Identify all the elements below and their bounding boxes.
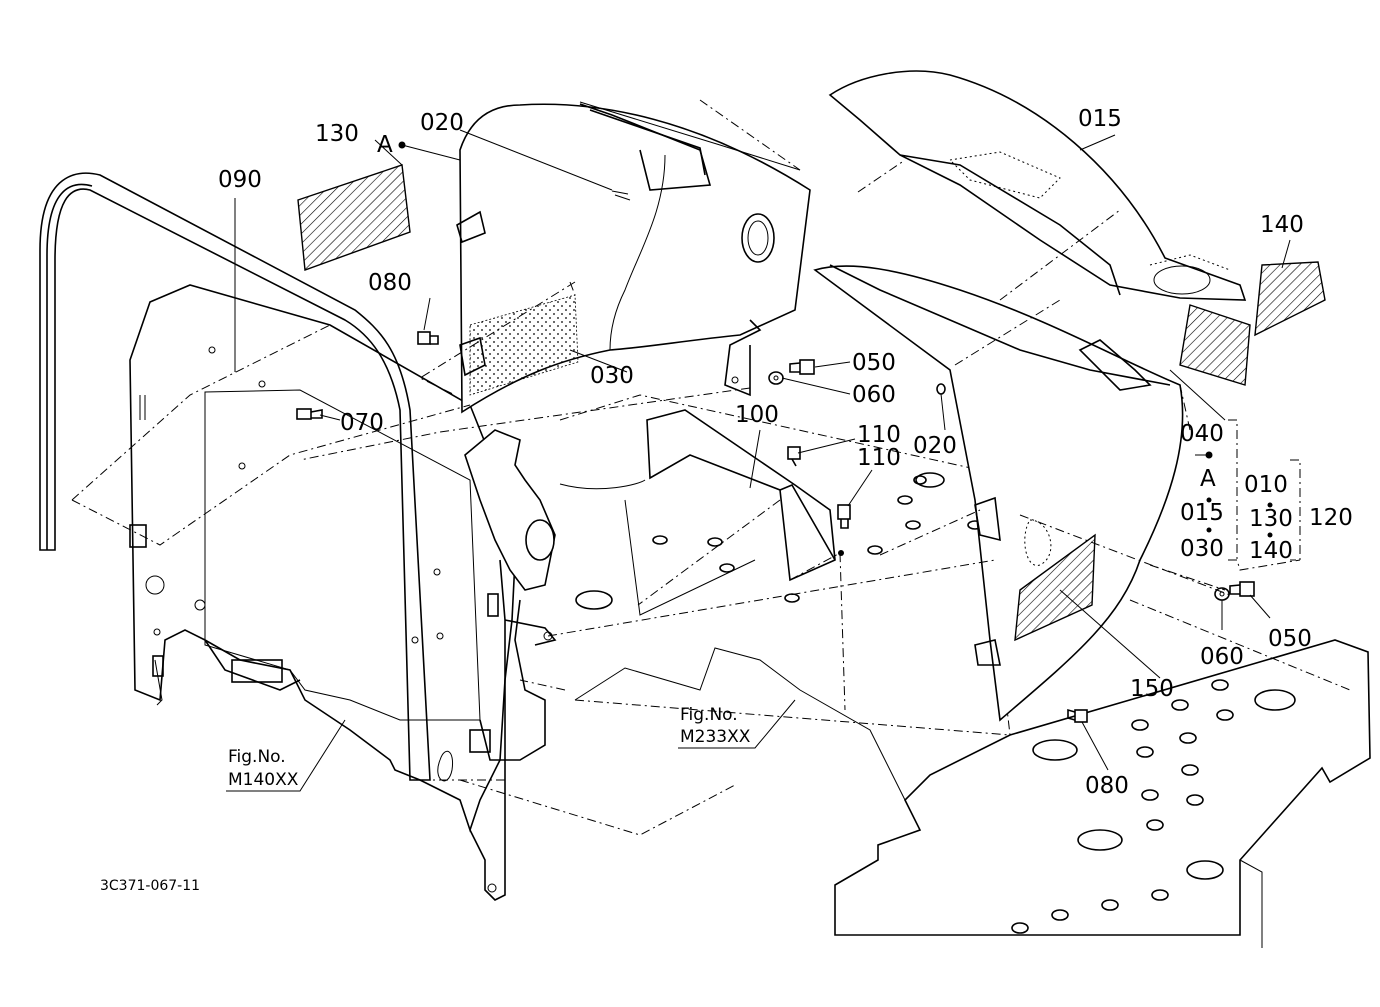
bolt-080-b — [1067, 708, 1088, 723]
bolt-050-b — [1229, 581, 1255, 597]
side-cover-010 — [813, 264, 1184, 722]
leader-lines — [234, 129, 1291, 771]
label-060-bottom: 060 — [1200, 644, 1244, 670]
label-100: 100 — [735, 402, 779, 428]
group-dot — [1267, 502, 1273, 508]
label-030: 030 — [590, 363, 634, 389]
label-060-top: 060 — [852, 382, 896, 408]
side-cover-020 — [456, 101, 811, 414]
clip-020 — [936, 383, 946, 395]
label-015-group: 015 — [1180, 500, 1224, 526]
bolt-080-a — [417, 331, 439, 345]
mid-floor-panel — [519, 394, 1011, 801]
bolt-110-a — [787, 446, 801, 467]
bolt-050-a — [789, 359, 815, 375]
label-120: 120 — [1309, 505, 1353, 531]
label-080-bottom: 080 — [1085, 773, 1129, 799]
callout-labels: 015 020 A 130 090 140 080 050 030 060 07… — [218, 106, 1353, 799]
decal-140-b — [1179, 304, 1251, 386]
label-020-right: 020 — [913, 433, 957, 459]
fig-ref-code: M140XX — [228, 770, 299, 790]
label-080-left: 080 — [368, 270, 412, 296]
group-brackets — [1228, 419, 1301, 571]
label-110-b: 110 — [857, 445, 901, 471]
label-ref-a-top: A — [377, 132, 393, 158]
label-010: 010 — [1244, 472, 1288, 498]
fig-ref-title: Fig.No. — [228, 747, 286, 767]
fig-ref-m140: Fig.No. M140XX — [226, 719, 346, 792]
label-140-group: 140 — [1249, 538, 1293, 564]
label-140: 140 — [1260, 212, 1304, 238]
label-020-top: 020 — [420, 110, 464, 136]
decal-150 — [1014, 533, 1096, 642]
label-050-top: 050 — [852, 350, 896, 376]
fig-ref-m233: Fig.No. M233XX — [678, 699, 796, 749]
floor-plate — [834, 639, 1371, 948]
label-030-group: 030 — [1180, 536, 1224, 562]
decal-130 — [297, 164, 411, 271]
fig-ref-title: Fig.No. — [680, 705, 738, 725]
label-130-group: 130 — [1249, 506, 1293, 532]
label-090: 090 — [218, 167, 262, 193]
bolt-070 — [296, 408, 323, 420]
group-dot — [1267, 532, 1273, 538]
label-050-bottom: 050 — [1268, 626, 1312, 652]
label-ref-a-right: A — [1200, 466, 1216, 492]
decal-140-a — [1254, 261, 1326, 337]
top-cover-015 — [828, 70, 1247, 301]
ref-a-dot — [398, 141, 406, 149]
label-040: 040 — [1180, 421, 1224, 447]
group-dot — [1206, 527, 1212, 533]
front-panel — [129, 284, 516, 901]
drawing-code: 3C371-067-11 — [100, 878, 200, 894]
bracket-100 — [646, 409, 836, 582]
label-015: 015 — [1078, 106, 1122, 132]
washer-060-a — [768, 371, 784, 385]
assembly-lines — [71, 99, 1351, 836]
label-130: 130 — [315, 121, 359, 147]
label-070: 070 — [340, 410, 384, 436]
fasteners — [296, 331, 1255, 723]
bolt-110-b — [837, 504, 851, 529]
label-150: 150 — [1130, 676, 1174, 702]
ref-a-dot-right — [1205, 451, 1213, 459]
center-mechanism — [464, 429, 557, 761]
label-110-a: 110 — [857, 422, 901, 448]
fig-ref-code: M233XX — [680, 727, 751, 747]
frame-090 — [39, 172, 431, 781]
group-dot — [1206, 497, 1212, 503]
